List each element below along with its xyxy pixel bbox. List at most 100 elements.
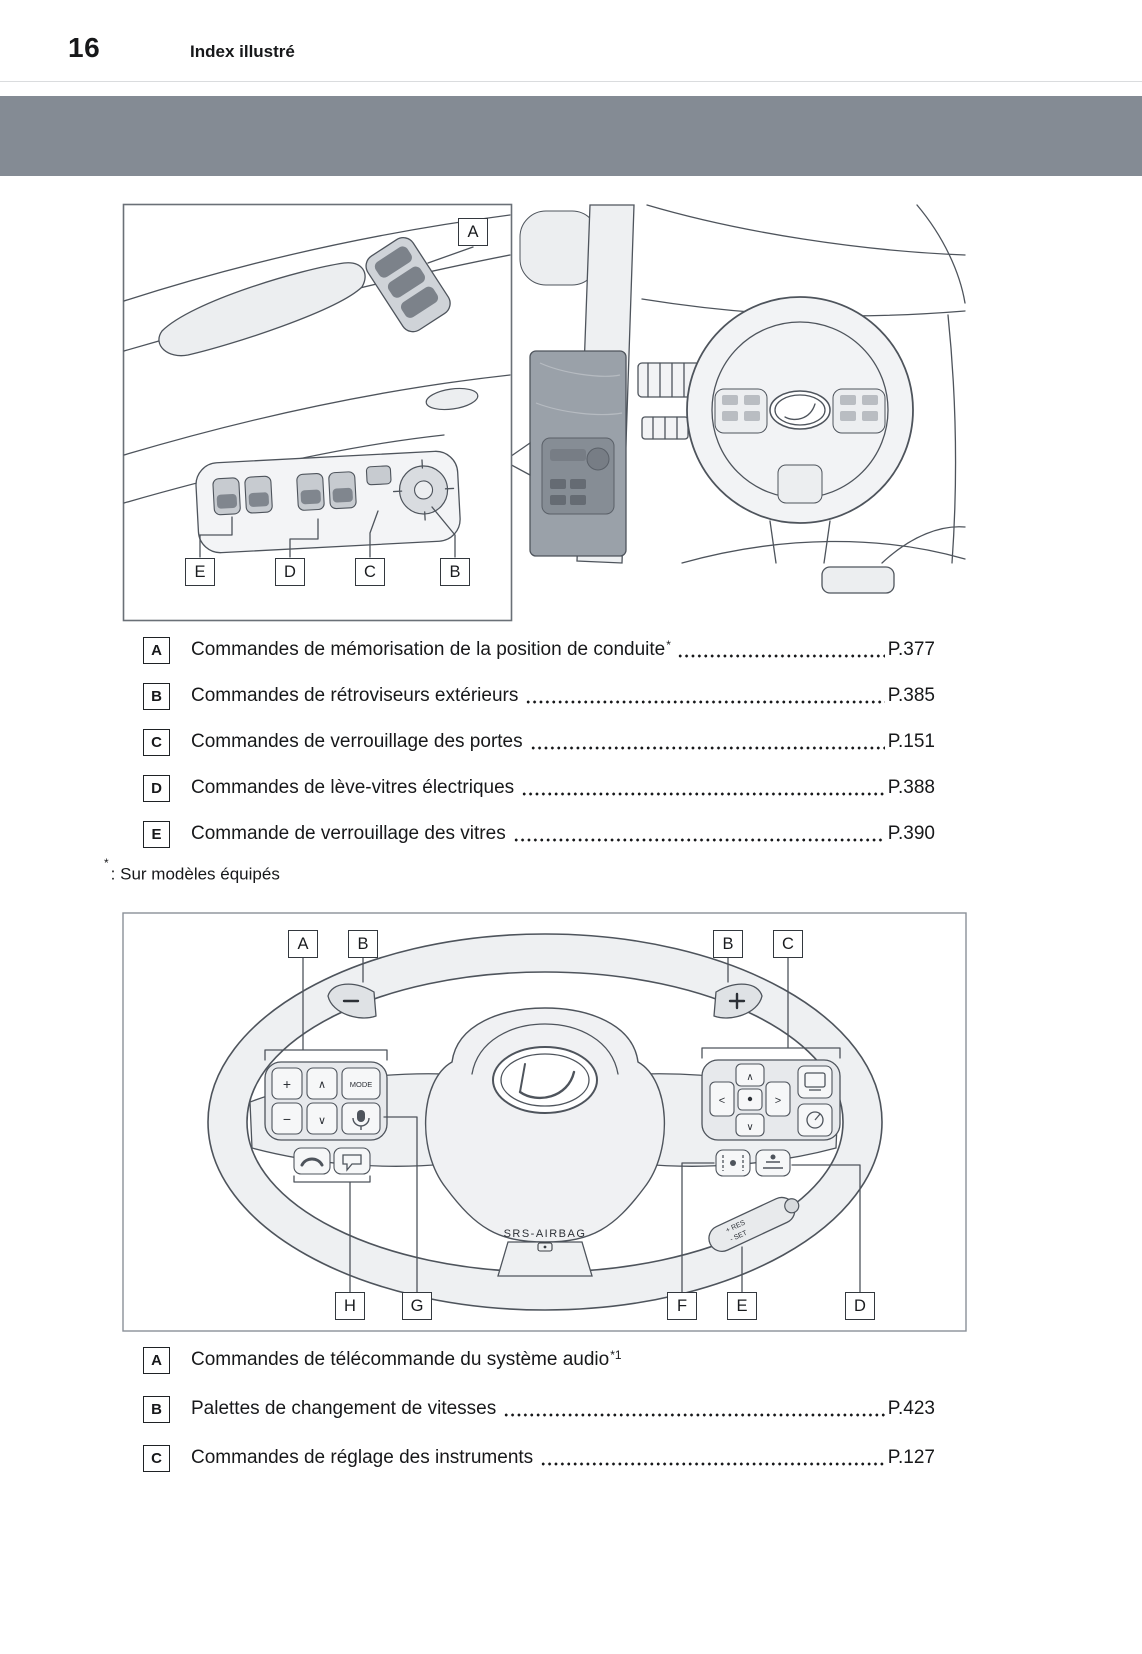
dotted-leader <box>512 837 885 842</box>
figure-label: A <box>288 930 318 958</box>
item-label: Commande de verrouillage des vitres <box>191 823 506 845</box>
item-footnote-marker: *1 <box>610 1347 622 1362</box>
volume-down-button: − <box>283 1111 291 1127</box>
item-key-box: C <box>143 1444 170 1472</box>
index-item: A Commandes de mémorisation de la positi… <box>143 636 935 664</box>
lexus-logo <box>492 1046 598 1114</box>
item-page-ref: P.423 <box>887 1398 935 1420</box>
dotted-leader <box>540 1461 885 1466</box>
section-title: Index illustré <box>190 42 295 61</box>
item-label: Commandes de rétroviseurs extérieurs <box>191 685 519 707</box>
figure-label: E <box>727 1292 757 1320</box>
nav-right-button: > <box>775 1095 781 1107</box>
figure-label: B <box>713 930 743 958</box>
dotted-leader <box>676 653 885 658</box>
paddle-shifter-right <box>713 983 763 1019</box>
item-page-ref: P.390 <box>887 823 935 845</box>
item-page-ref: P.388 <box>887 777 935 799</box>
dash-vents <box>637 362 701 440</box>
item-key-box: C <box>143 728 170 756</box>
item-label: Commandes de réglage des instruments <box>191 1447 534 1469</box>
door-switch-zoom-inset <box>502 350 627 557</box>
steering-wheel-large: SRS-AIRBAG + − ∧ <box>207 933 883 1311</box>
item-label: Commandes de télécommande du système aud… <box>191 1349 610 1371</box>
page-header: 16 Index illustré <box>0 0 1142 82</box>
index-list-steering: A Commandes de télécommande du système a… <box>143 1346 935 1493</box>
airbag-label: SRS-AIRBAG <box>504 1228 587 1240</box>
dotted-leader <box>529 745 885 750</box>
page-number: 16 <box>68 32 101 63</box>
door-area-illustration <box>122 203 966 622</box>
figure-label: D <box>845 1292 875 1320</box>
nav-up-button: ∧ <box>746 1072 753 1083</box>
item-label: Commandes de verrouillage des portes <box>191 731 523 753</box>
figure-label: C <box>773 930 803 958</box>
steering-wheel-small <box>686 296 914 564</box>
item-page-ref: P.385 <box>887 685 935 707</box>
paddle-shifter-left <box>327 983 377 1019</box>
item-label: Palettes de changement de vitesses <box>191 1398 497 1420</box>
footnote-marker: * <box>104 856 109 870</box>
item-key-box: A <box>143 636 170 664</box>
phone-icon <box>300 1157 324 1167</box>
item-key-box: A <box>143 1346 170 1374</box>
distance-control-icon <box>763 1154 783 1169</box>
item-key-box: B <box>143 1395 170 1423</box>
item-label: Commandes de lève-vitres électriques <box>191 777 515 799</box>
index-item: E Commande de verrouillage des vitres P.3… <box>143 820 935 848</box>
index-item: C Commandes de réglage des instruments P.… <box>143 1444 935 1472</box>
item-key-box: E <box>143 820 170 848</box>
voice-command-icon <box>342 1154 362 1172</box>
seek-down-button: ∨ <box>318 1115 326 1127</box>
footnote-text: : Sur modèles équipés <box>110 864 280 884</box>
nav-down-button: ∨ <box>746 1122 753 1133</box>
nav-left-button: < <box>719 1095 725 1107</box>
item-page-ref: P.151 <box>887 731 935 753</box>
index-list-door: A Commandes de mémorisation de la positi… <box>143 636 935 866</box>
steering-wheel-illustration: SRS-AIRBAG + − ∧ <box>122 912 967 1332</box>
item-footnote-marker: * <box>666 637 671 652</box>
airbag-pad <box>424 1007 666 1243</box>
display-icon <box>804 1072 826 1091</box>
item-label: Commandes de mémorisation de la position… <box>191 639 666 661</box>
plus-icon <box>728 992 746 1010</box>
seek-up-button: ∧ <box>318 1079 326 1091</box>
section-band <box>0 96 1142 176</box>
door-panel-inset <box>122 203 513 622</box>
figure-label: H <box>335 1292 365 1320</box>
dotted-leader <box>503 1412 885 1417</box>
right-button-cluster: ∧ ∨ < > <box>701 1059 841 1177</box>
memory-switch-cluster <box>365 237 451 333</box>
volume-up-button: + <box>283 1076 291 1092</box>
figure-label: B <box>348 930 378 958</box>
leader-lines <box>264 957 861 1293</box>
index-item: C Commandes de verrouillage des portes P.… <box>143 728 935 756</box>
dotted-leader <box>521 791 885 796</box>
figure-label: E <box>185 558 215 586</box>
gauge-icon <box>806 1111 824 1129</box>
figure-label: D <box>275 558 305 586</box>
index-item: D Commandes de lève-vitres électriques P.… <box>143 774 935 802</box>
figure-label: A <box>458 218 488 246</box>
door-area-figure: A E D C B <box>122 203 967 623</box>
lane-assist-icon <box>722 1155 744 1171</box>
cabin-drawing <box>502 204 966 594</box>
door-lock-switch <box>365 465 392 486</box>
enter-dot-icon <box>747 1096 753 1102</box>
item-page-ref: P.377 <box>887 639 935 661</box>
item-key-box: B <box>143 682 170 710</box>
footnote: *: Sur modèles équipés <box>104 856 280 885</box>
item-key-box: D <box>143 774 170 802</box>
steering-wheel-figure: SRS-AIRBAG + − ∧ <box>122 912 967 1332</box>
figure-label: C <box>355 558 385 586</box>
index-item: B Commandes de rétroviseurs extérieurs P.… <box>143 682 935 710</box>
item-page-ref: P.127 <box>887 1447 935 1469</box>
buckle-icon <box>537 1242 553 1252</box>
lexus-logo-small <box>769 390 831 430</box>
cruise-control-stalk: + RES - SET <box>708 1196 800 1253</box>
mic-icon <box>352 1110 370 1130</box>
left-button-cluster: + − ∧ ∨ MODE <box>264 1061 388 1175</box>
mode-button: MODE <box>350 1080 373 1089</box>
figure-label: G <box>402 1292 432 1320</box>
window-switch-panel <box>195 450 461 554</box>
